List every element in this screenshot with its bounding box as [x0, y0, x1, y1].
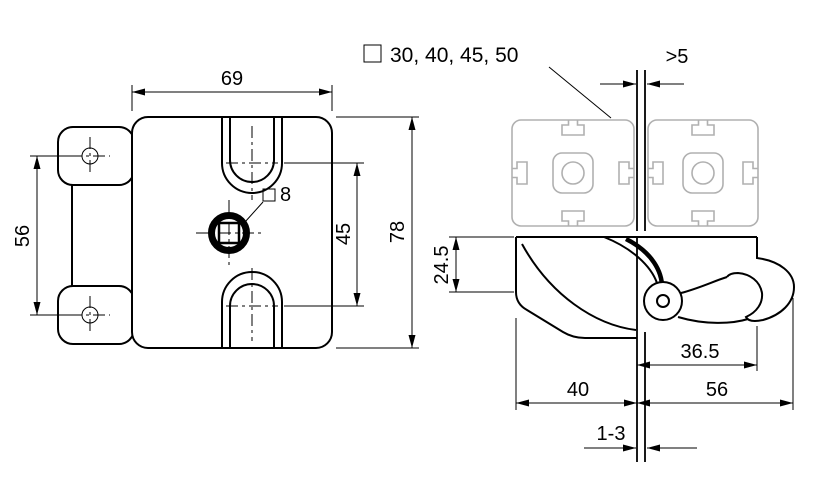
dimension-value: 45: [333, 223, 355, 245]
profile-core-contour: [552, 152, 594, 194]
profile-right: [647, 119, 759, 227]
profile-size-callout: 30, 40, 45, 50: [363, 44, 612, 119]
dimension-value: 78: [387, 221, 409, 243]
dimension-value: 56: [12, 225, 34, 247]
dimension-panel-thickness: 1-3: [584, 423, 697, 452]
square-drive-callout: 8: [244, 184, 291, 223]
square-drive-size-label: 8: [280, 184, 291, 206]
panel-lines: [636, 237, 646, 462]
dimension-front-width: 69: [131, 68, 333, 111]
dimension-top-depth: 24.5: [431, 236, 514, 293]
pivot-circle: [643, 281, 683, 321]
leader-line: [548, 66, 612, 119]
profile-sizes-label: 30, 40, 45, 50: [390, 44, 518, 67]
leader-line: [244, 201, 264, 223]
profile-cross-section: [511, 119, 759, 227]
slot-top: [221, 117, 283, 200]
dimension-hook-reach: 56: [637, 298, 794, 410]
dimension-value: >5: [666, 46, 689, 68]
profile-outline: [511, 119, 635, 227]
profile-outline: [647, 119, 759, 227]
slot-bottom: [221, 268, 283, 348]
slot-outer: [221, 117, 283, 194]
dimension-value: 36.5: [681, 341, 720, 363]
front-view: 8 69 56 45 78: [12, 68, 419, 349]
gap-dimension: >5: [600, 46, 688, 231]
profile-core-contour: [682, 152, 724, 194]
dimension-value: 56: [706, 379, 728, 401]
square-symbol: [262, 188, 276, 202]
dimension-hole-spacing: 56: [12, 155, 70, 316]
mounting-hole-bottom: [70, 296, 110, 334]
hook-outline: [726, 237, 796, 322]
side-view: 24.5 36.5 40 56 1-3: [431, 236, 796, 452]
cam-curve-inner: [603, 236, 658, 284]
dimension-value: 1-3: [597, 423, 626, 445]
dimension-value: 24.5: [431, 246, 453, 285]
profile-core-bore: [561, 161, 585, 185]
arm-top-edge: [680, 276, 728, 294]
arm-bottom-edge: [677, 316, 749, 324]
side-body-inner-curve: [521, 243, 637, 331]
dimension-value: 69: [221, 68, 243, 90]
dimension-value: 40: [567, 379, 589, 401]
pivot-pin: [656, 294, 670, 308]
profile-core-bore: [691, 161, 715, 185]
dimension-slot-spacing: 45: [284, 162, 364, 307]
dimension-front-height: 78: [336, 116, 419, 349]
square-symbol: [363, 44, 382, 63]
dimension-body-width: 40: [515, 318, 637, 410]
mounting-hole-top: [70, 137, 110, 175]
side-body-outline: [515, 237, 637, 339]
latch-body-front: [131, 116, 333, 349]
profile-left: [511, 119, 635, 227]
dimension-pivot-offset: 36.5: [637, 326, 758, 371]
square-drive: [196, 200, 262, 266]
